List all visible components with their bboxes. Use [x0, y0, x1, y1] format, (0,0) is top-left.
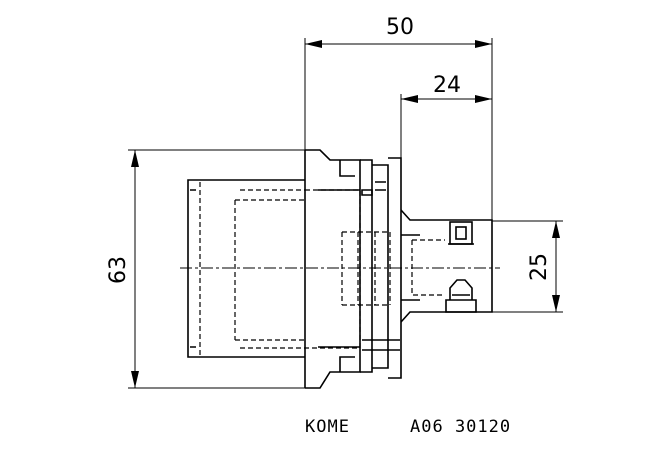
collar-groove-top: [361, 189, 373, 196]
hidden-bore: [234, 199, 305, 341]
set-screw-bottom: [445, 279, 477, 313]
dimension-head-length: 24: [400, 73, 492, 160]
collar-2: [372, 164, 389, 369]
arrowhead-right: [475, 95, 492, 103]
arrowhead-top: [552, 221, 560, 238]
hidden-body-cavity: [305, 189, 361, 349]
collar-groove-lines: [375, 181, 386, 191]
caption-brand: KOME: [305, 417, 350, 437]
body-notches: [339, 160, 355, 372]
part-outline: [187, 149, 493, 389]
dimension-label-body-diameter: 63: [106, 256, 131, 284]
shank-outline: [400, 209, 493, 323]
rear-cap-chamfer: [190, 189, 196, 348]
arrowhead-bottom: [552, 295, 560, 312]
dimension-label-total-length: 50: [386, 15, 414, 40]
arrowhead-bottom: [131, 371, 139, 388]
collar-1: [360, 159, 373, 373]
hidden-shank-bore: [411, 239, 445, 296]
shank-inner: [401, 234, 420, 301]
dimension-label-head-length: 24: [433, 73, 461, 98]
dimension-body-diameter: 63: [106, 149, 305, 389]
dimension-label-shank-diameter: 25: [527, 253, 552, 281]
dimension-total-length: 50: [304, 15, 493, 312]
arrowhead-right: [475, 40, 492, 48]
arrowhead-left: [401, 95, 418, 103]
set-screw-top: [448, 221, 474, 245]
hidden-bore-steps: [240, 189, 305, 349]
arrowhead-left: [305, 40, 322, 48]
arrowhead-top: [131, 150, 139, 167]
caption-part-number: A06 30120: [410, 417, 511, 437]
dimension-shank-diameter: 25: [492, 220, 563, 313]
screw-base: [445, 299, 477, 313]
collar-lower-lines: [362, 339, 400, 351]
screw-dome: [449, 279, 473, 300]
screw-socket: [455, 226, 467, 240]
screw-head: [449, 221, 473, 245]
body-outline: [305, 149, 361, 389]
